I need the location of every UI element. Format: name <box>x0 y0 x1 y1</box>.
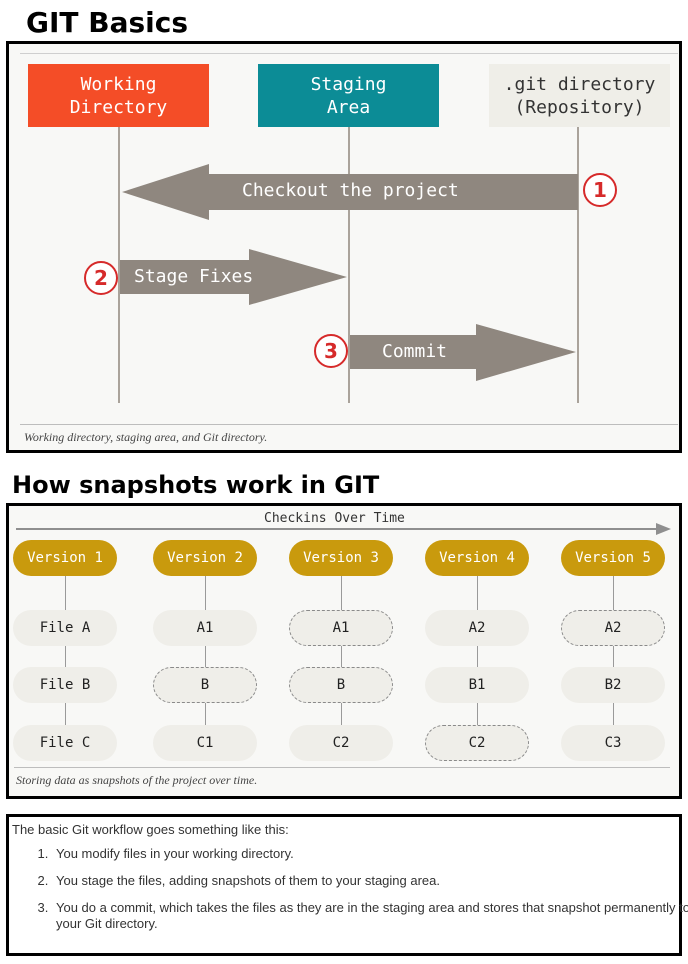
v5-file-c: C3 <box>561 725 665 761</box>
workflow-steps: You modify files in your working directo… <box>24 846 688 943</box>
v4-file-c: C2 <box>425 725 529 761</box>
repository-lifeline <box>577 127 579 403</box>
staging-area-lifeline <box>348 127 350 403</box>
snapshots-heading: How snapshots work in GIT <box>12 471 380 499</box>
workflow-frame <box>6 814 682 956</box>
timeline-label: Checkins Over Time <box>264 511 405 526</box>
v1-file-a: File A <box>13 610 117 646</box>
v2-file-b: B <box>153 667 257 703</box>
v3-file-c: C2 <box>289 725 393 761</box>
version-1-badge: Version 1 <box>13 540 117 576</box>
v4-connector <box>477 576 478 742</box>
version-4-badge: Version 4 <box>425 540 529 576</box>
v5-connector <box>613 576 614 742</box>
step-3-marker: 3 <box>314 334 348 368</box>
v1-file-c: File C <box>13 725 117 761</box>
v2-file-a: A1 <box>153 610 257 646</box>
git-basics-caption: Working directory, staging area, and Git… <box>24 430 268 444</box>
v3-file-a: A1 <box>289 610 393 646</box>
step-1-marker: 1 <box>583 173 617 207</box>
working-directory-lifeline <box>118 127 120 403</box>
v1-file-b: File B <box>13 667 117 703</box>
commit-arrow <box>350 324 576 381</box>
snapshots-caption-rule <box>14 767 670 768</box>
workflow-step-1: You modify files in your working directo… <box>52 846 688 862</box>
v5-file-a: A2 <box>561 610 665 646</box>
version-5-badge: Version 5 <box>561 540 665 576</box>
checkout-arrow <box>122 164 578 220</box>
snapshots-caption: Storing data as snapshots of the project… <box>16 773 258 787</box>
working-directory-box: Working Directory <box>28 64 209 127</box>
stage-fixes-label: Stage Fixes <box>134 266 254 287</box>
v5-file-b: B2 <box>561 667 665 703</box>
version-2-badge: Version 2 <box>153 540 257 576</box>
checkout-label: Checkout the project <box>242 180 459 201</box>
staging-area-box: Staging Area <box>258 64 439 127</box>
v4-file-a: A2 <box>425 610 529 646</box>
v4-file-b: B1 <box>425 667 529 703</box>
v1-connector <box>65 576 66 742</box>
repository-box: .git directory (Repository) <box>489 64 670 127</box>
v2-file-c: C1 <box>153 725 257 761</box>
workflow-step-3: You do a commit, which takes the files a… <box>52 900 688 932</box>
v3-connector <box>341 576 342 742</box>
v2-connector <box>205 576 206 742</box>
stage-fixes-arrow <box>120 249 347 305</box>
workflow-intro: The basic Git workflow goes something li… <box>12 822 289 837</box>
git-basics-arrows <box>120 164 578 381</box>
caption-rule <box>20 424 678 425</box>
version-3-badge: Version 3 <box>289 540 393 576</box>
panel-top-rule <box>20 53 678 54</box>
step-2-marker: 2 <box>84 261 118 295</box>
v3-file-b: B <box>289 667 393 703</box>
timeline-arrow <box>16 523 671 535</box>
workflow-step-2: You stage the files, adding snapshots of… <box>52 873 688 889</box>
git-basics-heading: GIT Basics <box>26 6 189 39</box>
commit-label: Commit <box>382 341 448 362</box>
